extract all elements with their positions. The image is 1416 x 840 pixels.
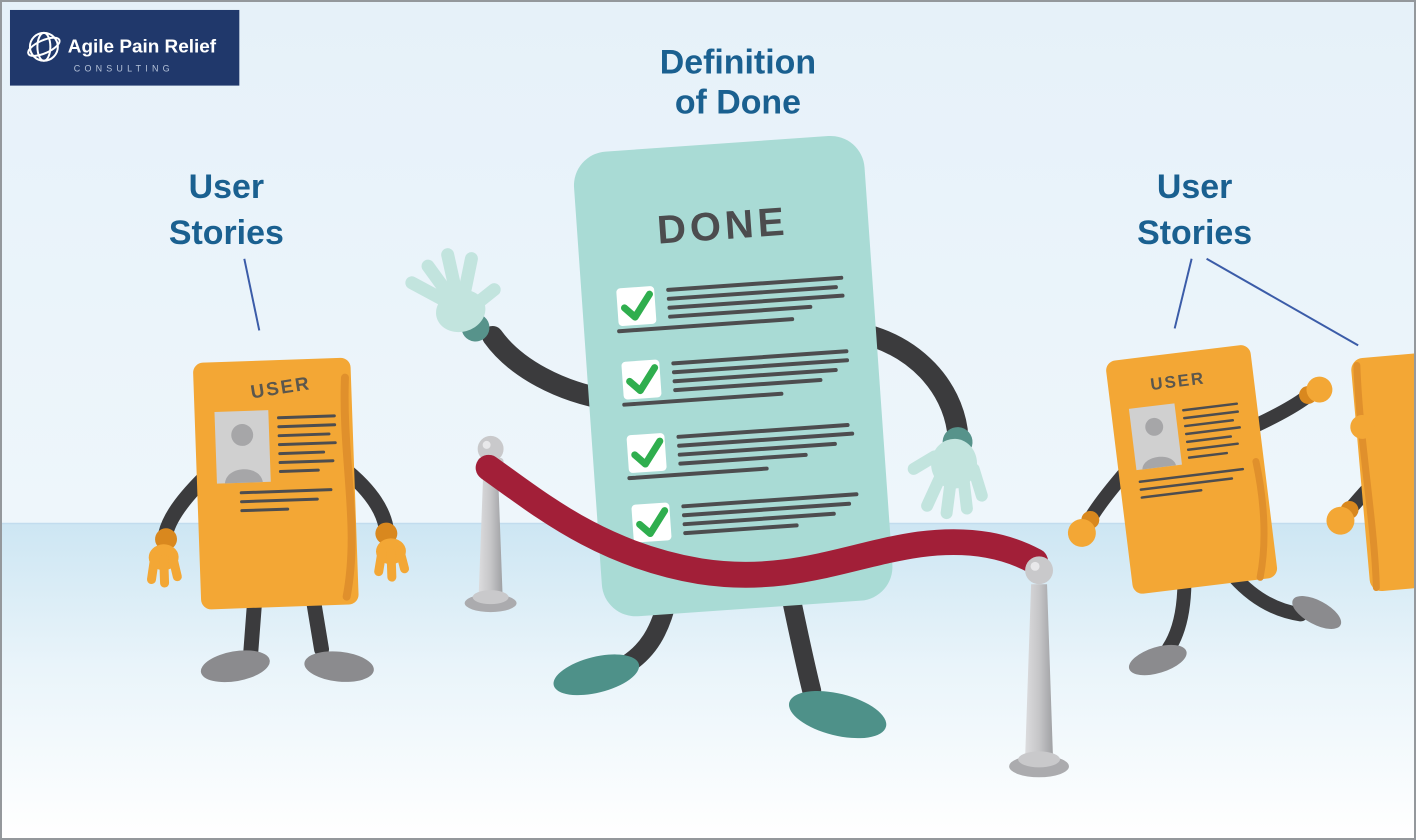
stanchion-left	[464, 435, 517, 613]
checklist-row-3	[626, 423, 855, 481]
right-character-leg-back	[1226, 569, 1308, 622]
right-pointer-line-1	[1173, 258, 1193, 329]
checkmark-icon	[620, 290, 653, 321]
rope-barrier	[475, 454, 1049, 588]
stanchion-base-top	[472, 590, 509, 605]
partial-character-hand-top	[1350, 414, 1375, 439]
checklist-text-lines	[681, 492, 859, 536]
stanchion-ball	[1025, 556, 1054, 585]
done-character-lowered-hand	[907, 427, 988, 520]
user-story-character-partial	[1326, 351, 1414, 592]
checklist-row-2	[621, 349, 850, 407]
partial-character-paper	[1351, 351, 1414, 592]
done-character-arm-right	[847, 321, 968, 441]
logo-background	[9, 9, 240, 86]
right-label-line2: Stories	[1137, 214, 1252, 252]
stanchion-pole	[1025, 584, 1054, 759]
partial-paper-edge-shade	[1353, 361, 1380, 592]
right-user-photo	[1128, 403, 1182, 471]
logo-title: Agile Pain Relief	[68, 37, 217, 58]
right-character-leg-front	[1161, 575, 1192, 656]
checkmark-icon	[626, 364, 659, 395]
checkmark-icon	[631, 437, 664, 468]
logo: Agile Pain Relief CONSULTING	[9, 9, 240, 86]
right-character-foot-back	[1292, 596, 1342, 629]
right-pointer-line-2	[1206, 257, 1359, 347]
left-label-line1: User	[189, 168, 264, 206]
checkmark-icon	[636, 507, 669, 538]
done-document-character: DONE	[405, 135, 988, 739]
checklist-row-1	[616, 275, 845, 334]
user-story-character-right: USER	[1067, 345, 1342, 676]
right-user-stories-label: User Stories	[1137, 168, 1359, 347]
done-character-leg-right	[782, 591, 822, 701]
right-character-fist-back	[1306, 376, 1333, 403]
done-character-foot-right	[788, 691, 887, 739]
checklist-text-lines	[627, 423, 855, 481]
left-character-hand-left	[146, 544, 182, 588]
done-heading: DONE	[656, 200, 790, 253]
user-story-character-left: USER	[146, 357, 410, 683]
title-line1: Definition	[660, 44, 816, 82]
done-character-stop-hand	[405, 248, 501, 342]
stanchion-right	[1009, 556, 1069, 778]
right-paper-curl-shade	[1252, 458, 1268, 581]
right-user-text-lines	[1138, 402, 1245, 499]
globe-swoosh-icon	[27, 31, 61, 62]
done-paper: DONE	[573, 135, 893, 617]
stanchion-base-top	[1018, 751, 1061, 768]
checklist-text-lines	[617, 275, 845, 334]
page-title: Definition of Done	[660, 44, 816, 122]
checklist-row-4	[631, 492, 859, 543]
left-character-foot-right	[304, 651, 374, 682]
stanchion-pole	[478, 461, 503, 596]
left-paper-curl-shade	[340, 373, 356, 601]
stanchion-ball-highlight	[1030, 561, 1040, 571]
right-character-fist-front	[1067, 519, 1096, 547]
title-line2: of Done	[675, 83, 801, 121]
done-character-foot-left	[553, 654, 640, 696]
checklist-text-lines	[622, 349, 850, 407]
stanchion-ball-highlight	[482, 440, 491, 449]
logo-subtitle: CONSULTING	[74, 64, 174, 74]
partial-character-fist	[1326, 506, 1355, 535]
left-character-foot-left	[200, 650, 270, 683]
right-character-foot-front	[1128, 644, 1187, 676]
left-user-photo	[214, 410, 271, 484]
left-character-hand-right	[374, 538, 410, 582]
left-user-text-lines	[239, 414, 337, 513]
left-user-stories-label: User Stories	[169, 168, 284, 331]
left-pointer-line	[243, 258, 261, 331]
left-label-line2: Stories	[169, 214, 284, 252]
right-label-line1: User	[1157, 168, 1232, 206]
